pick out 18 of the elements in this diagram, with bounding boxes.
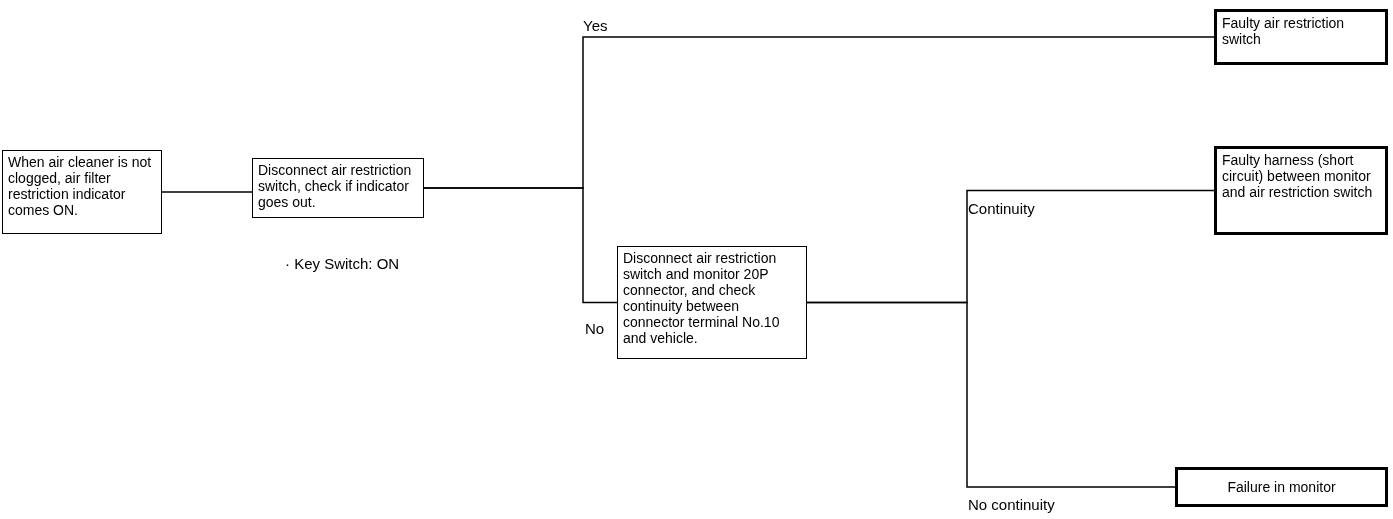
box-text: Faulty air restriction switch [1222,15,1345,47]
process-box [617,246,807,359]
result-box [1175,467,1388,507]
box-text: When air cleaner is not clogged, air filter restriction indicator comes ON. [8,154,152,218]
result-box [1214,9,1388,65]
process-box [2,150,162,234]
connector-line [423,187,618,304]
box-text: Faulty harness (short circuit) between monitor and air restriction switch [1222,152,1373,200]
edge-label: No continuity [968,496,1055,513]
result-box [1214,146,1388,235]
connector-line [161,191,253,193]
box-text: Failure in monitor [1227,479,1336,495]
box-text: Disconnect air restriction switch, check if indicator goes out. [258,162,412,210]
connector-line [806,301,1176,488]
edge-label: Continuity [968,200,1035,217]
note-text: · Key Switch: ON [285,255,400,272]
box-text: Disconnect air restriction switch and monitor 20P connector, and check continuity between connector terminal No.10 and vehicle. [623,250,780,346]
process-box [252,158,424,218]
